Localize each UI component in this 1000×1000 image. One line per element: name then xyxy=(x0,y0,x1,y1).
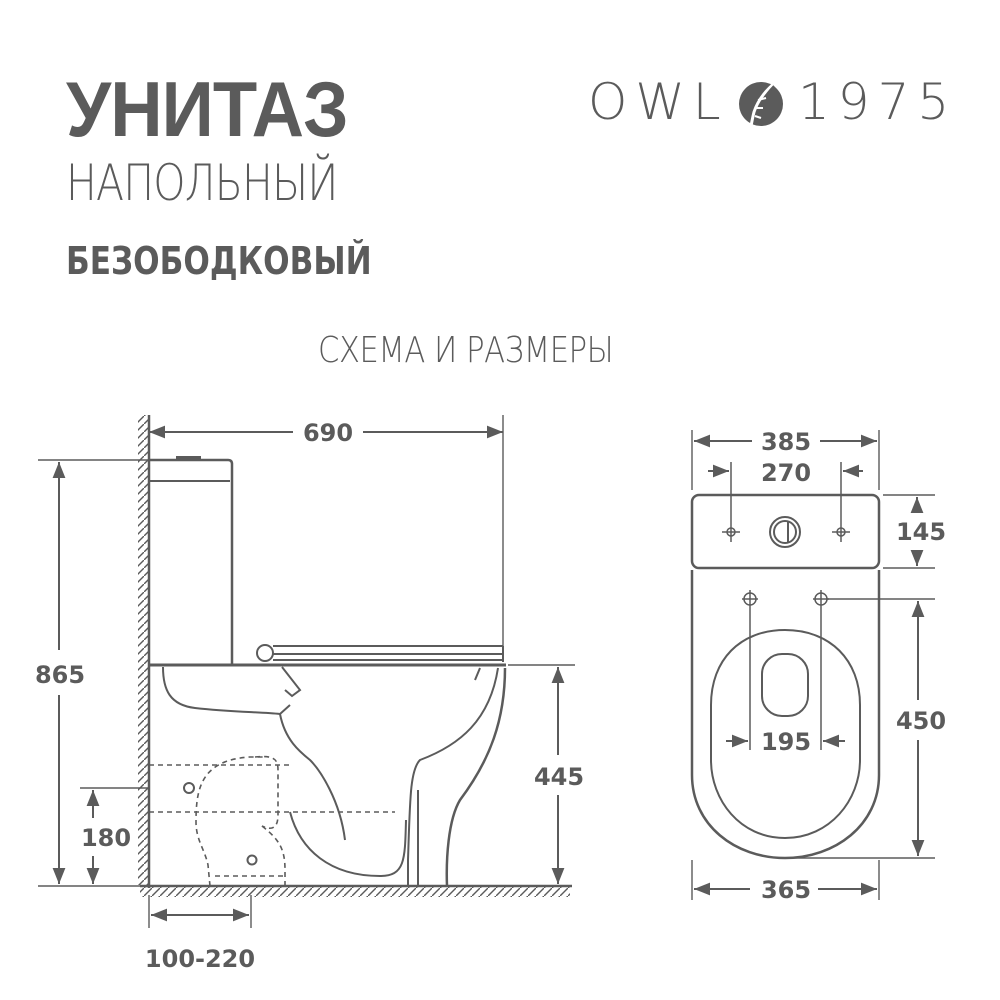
product-subtitle-rimless: БЕЗОБОДКОВЫЙ xyxy=(66,239,372,283)
dim-mount-holes-spacing: 270 xyxy=(761,459,811,487)
top-view xyxy=(690,430,935,900)
logo-year-text: 1975 xyxy=(798,73,958,131)
dim-outlet-height: 180 xyxy=(81,824,131,852)
dim-bowl-width: 365 xyxy=(761,876,811,904)
dim-tank-width: 385 xyxy=(761,428,811,456)
brand-logo: OWL 1975 xyxy=(588,72,949,133)
section-title: СХЕМА И РАЗМЕРЫ xyxy=(318,330,614,371)
dim-seat-height: 445 xyxy=(534,763,584,791)
feather-circle-icon xyxy=(739,80,783,133)
product-subtitle-floor: НАПОЛЬНЫЙ xyxy=(66,154,338,212)
logo-brand-text: OWL xyxy=(588,73,729,131)
dim-total-height: 865 xyxy=(35,661,85,689)
dim-tank-depth: 145 xyxy=(896,518,946,546)
dim-wall-to-outlet: 100-220 xyxy=(145,945,255,973)
dim-seat-holes-spacing: 195 xyxy=(761,728,811,756)
dim-bowl-length: 450 xyxy=(896,707,946,735)
side-view xyxy=(38,415,575,928)
product-title: УНИТАЗ xyxy=(66,65,349,153)
dim-depth: 690 xyxy=(303,419,353,447)
